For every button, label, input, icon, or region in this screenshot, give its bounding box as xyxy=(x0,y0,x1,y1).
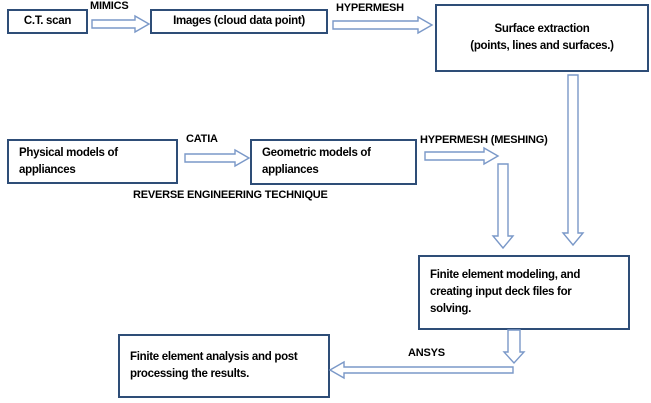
box-geometric-models: Geometric models of appliances xyxy=(250,139,417,185)
box-ct-scan: C.T. scan xyxy=(7,9,88,34)
label-ansys: ANSYS xyxy=(408,347,445,359)
box-images: Images (cloud data point) xyxy=(150,9,328,34)
arrow-fem-down xyxy=(502,329,526,365)
box-images-text: Images (cloud data point) xyxy=(173,15,305,27)
box-fe-analysis: Finite element analysis and post process… xyxy=(118,334,330,398)
box-fe-modeling-line1: Finite element modeling, and xyxy=(430,269,581,281)
box-physical-models-line2: appliances xyxy=(19,163,76,176)
label-hypermesh-meshing: HYPERMESH (MESHING) xyxy=(420,134,548,146)
box-geometric-models-line2: appliances xyxy=(262,164,319,176)
box-fe-modeling-line2: creating input deck files for xyxy=(430,286,572,298)
arrow-ansys-left xyxy=(328,360,514,380)
box-physical-models-line1: Physical models of xyxy=(19,146,118,159)
box-fe-modeling-line3: solving. xyxy=(430,303,472,315)
box-surface-extraction-line2: (points, lines and surfaces.) xyxy=(470,40,614,52)
label-catia: CATIA xyxy=(186,133,218,145)
arrow-images-to-surface xyxy=(332,15,434,35)
box-ct-scan-text: C.T. scan xyxy=(23,15,72,27)
box-surface-extraction: Surface extraction (points, lines and su… xyxy=(435,4,649,72)
arrow-physical-to-geometric xyxy=(184,148,251,168)
arrow-surface-down xyxy=(561,74,585,247)
label-mimics: MIMICS xyxy=(90,0,129,12)
box-physical-models: Physical models of appliances xyxy=(7,139,178,184)
label-reverse-engineering: REVERSE ENGINEERING TECHNIQUE xyxy=(133,189,328,201)
arrow-ct-to-images xyxy=(91,14,151,34)
box-fe-modeling: Finite element modeling, and creating in… xyxy=(418,255,630,330)
box-fe-analysis-line1: Finite element analysis and post xyxy=(130,351,298,363)
arrow-meshing-down xyxy=(491,163,515,250)
box-geometric-models-line1: Geometric models of xyxy=(262,147,371,159)
box-fe-analysis-line2: processing the results. xyxy=(130,368,249,380)
label-hypermesh: HYPERMESH xyxy=(336,2,404,14)
arrow-geometric-meshing-right xyxy=(424,146,500,166)
box-surface-extraction-line1: Surface extraction xyxy=(494,23,590,35)
